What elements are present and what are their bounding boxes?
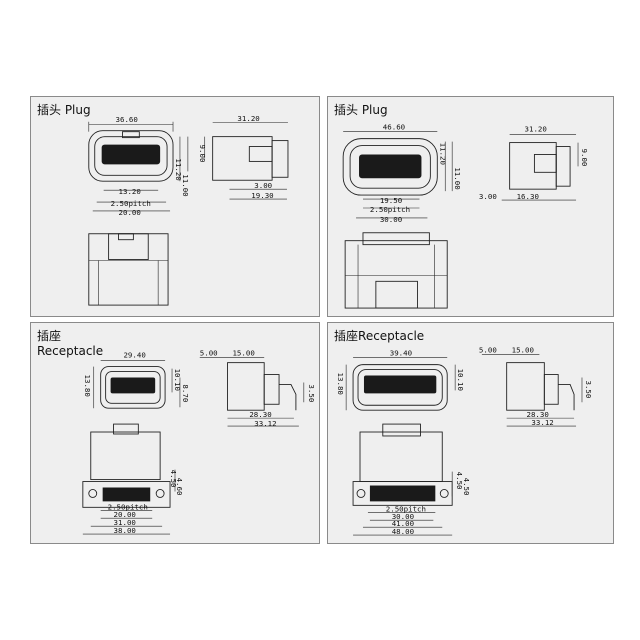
dim-side-c: 3.00	[254, 181, 272, 190]
dim-height-b: 11.00	[181, 174, 190, 196]
dim-side-e: 33.12	[254, 419, 276, 428]
panel-title: 插头 Plug	[37, 103, 91, 117]
dim-inner: 13.20	[119, 187, 141, 196]
dim-inner: 19.50	[380, 196, 402, 205]
dim-front-b: 4.50	[462, 478, 471, 496]
dim-side-b: 15.00	[512, 346, 534, 355]
receptacle-side-view	[481, 354, 583, 427]
receptacle-large-drawing: 39.40 13.80 10.10 5.00 15.00 3.50 28.30 …	[336, 346, 593, 536]
dim-bottom: 30.00	[380, 215, 402, 224]
receptacle-front-view	[345, 357, 456, 411]
dim-side-d: 28.30	[249, 410, 271, 419]
dim-side-e: 33.12	[531, 418, 553, 427]
dim-side-d: 19.30	[251, 191, 273, 200]
plug-rear-view	[344, 232, 448, 309]
dim-side-d: 16.30	[517, 192, 539, 201]
dim-side-b: 15.00	[232, 349, 254, 358]
dim-pitch: 2.50pitch	[111, 199, 151, 208]
dim-side-a: 5.00	[479, 346, 497, 355]
plug-small-drawing: 36.60 11.20 11.00 13.20 2.50pitch 20.00 …	[88, 114, 289, 306]
dim-height-c: 8.70	[181, 384, 190, 402]
panel-title: 插座	[37, 329, 62, 343]
plug-rear-view	[88, 233, 169, 306]
dim-width: 36.60	[116, 115, 138, 124]
dim-side-a: 5.00	[200, 349, 218, 358]
panel-plug-small: 插头 Plug 36.60 11.20 11.00 13.20 2.50pitc…	[30, 96, 320, 317]
plug-side-view	[501, 134, 579, 201]
plug-front-view	[342, 131, 453, 219]
receptacle-rear-view	[352, 423, 453, 536]
dim-pitch: 2.50pitch	[370, 205, 410, 214]
panel-plug-large: 插头 Plug 46.60 11.20 11.00 19.50 2.50pitc…	[327, 96, 614, 317]
dim-side-c: 3.50	[307, 384, 316, 402]
panel-receptacle-large: 插座Receptacle 39.40 13.80 10.10 5.00 15.0…	[327, 322, 614, 544]
dim-w3: 38.00	[114, 526, 136, 535]
dim-pitch: 2.50pitch	[386, 504, 426, 513]
dim-height-a: 11.20	[438, 143, 447, 165]
dim-pitch: 2.50pitch	[108, 502, 148, 511]
dim-side-d: 28.30	[526, 410, 548, 419]
dim-w1: 30.00	[392, 512, 414, 521]
dim-height-b: 11.00	[453, 167, 462, 189]
receptacle-front-view	[93, 360, 181, 409]
dim-w1: 20.00	[114, 510, 136, 519]
panel-subtitle: Receptacle	[37, 344, 104, 358]
panel-title-row: 插座Receptacle	[334, 327, 424, 344]
dim-height-b: 10.10	[173, 369, 182, 391]
dim-w2: 41.00	[392, 519, 414, 528]
panel-title: 插座	[334, 329, 359, 343]
plug-front-view	[88, 121, 189, 212]
dim-w3: 48.00	[392, 527, 414, 536]
dim-height-a: 11.20	[174, 158, 183, 180]
dim-height-a: 13.80	[83, 375, 92, 397]
panel-title: 插头 Plug	[334, 103, 388, 117]
receptacle-side-view	[199, 357, 305, 427]
dim-side-c: 3.50	[584, 380, 593, 398]
dim-front-a: 4.50	[169, 470, 178, 488]
dim-front-b: 4.60	[175, 478, 184, 496]
dim-front-a: 4.50	[455, 472, 464, 490]
dim-width: 46.60	[383, 123, 405, 132]
receptacle-rear-view	[82, 423, 176, 535]
panel-subtitle: Receptacle	[358, 329, 425, 343]
receptacle-small-drawing: 29.40 13.80 10.10 8.70 5.00 15.00 3.50 2…	[82, 349, 316, 535]
dim-side-height: 9.00	[580, 149, 589, 167]
plug-large-drawing: 46.60 11.20 11.00 19.50 2.50pitch 30.00 …	[342, 123, 589, 309]
dim-width: 29.40	[123, 351, 145, 360]
plug-side-view	[204, 122, 289, 200]
dim-side-height: 9.00	[198, 145, 207, 163]
dim-side-width: 31.20	[237, 114, 259, 123]
panel-receptacle-small: 插座 Receptacle 29.40 13.80 10.10 8.70 5.0…	[30, 322, 320, 544]
dim-bottom: 20.00	[119, 208, 141, 217]
dim-height-b: 10.10	[456, 369, 465, 391]
dim-side-c: 3.00	[479, 192, 497, 201]
dim-width: 39.40	[390, 349, 412, 358]
dim-height-a: 13.80	[336, 373, 345, 395]
dim-side-width: 31.20	[525, 125, 547, 134]
dim-w2: 31.00	[114, 518, 136, 527]
